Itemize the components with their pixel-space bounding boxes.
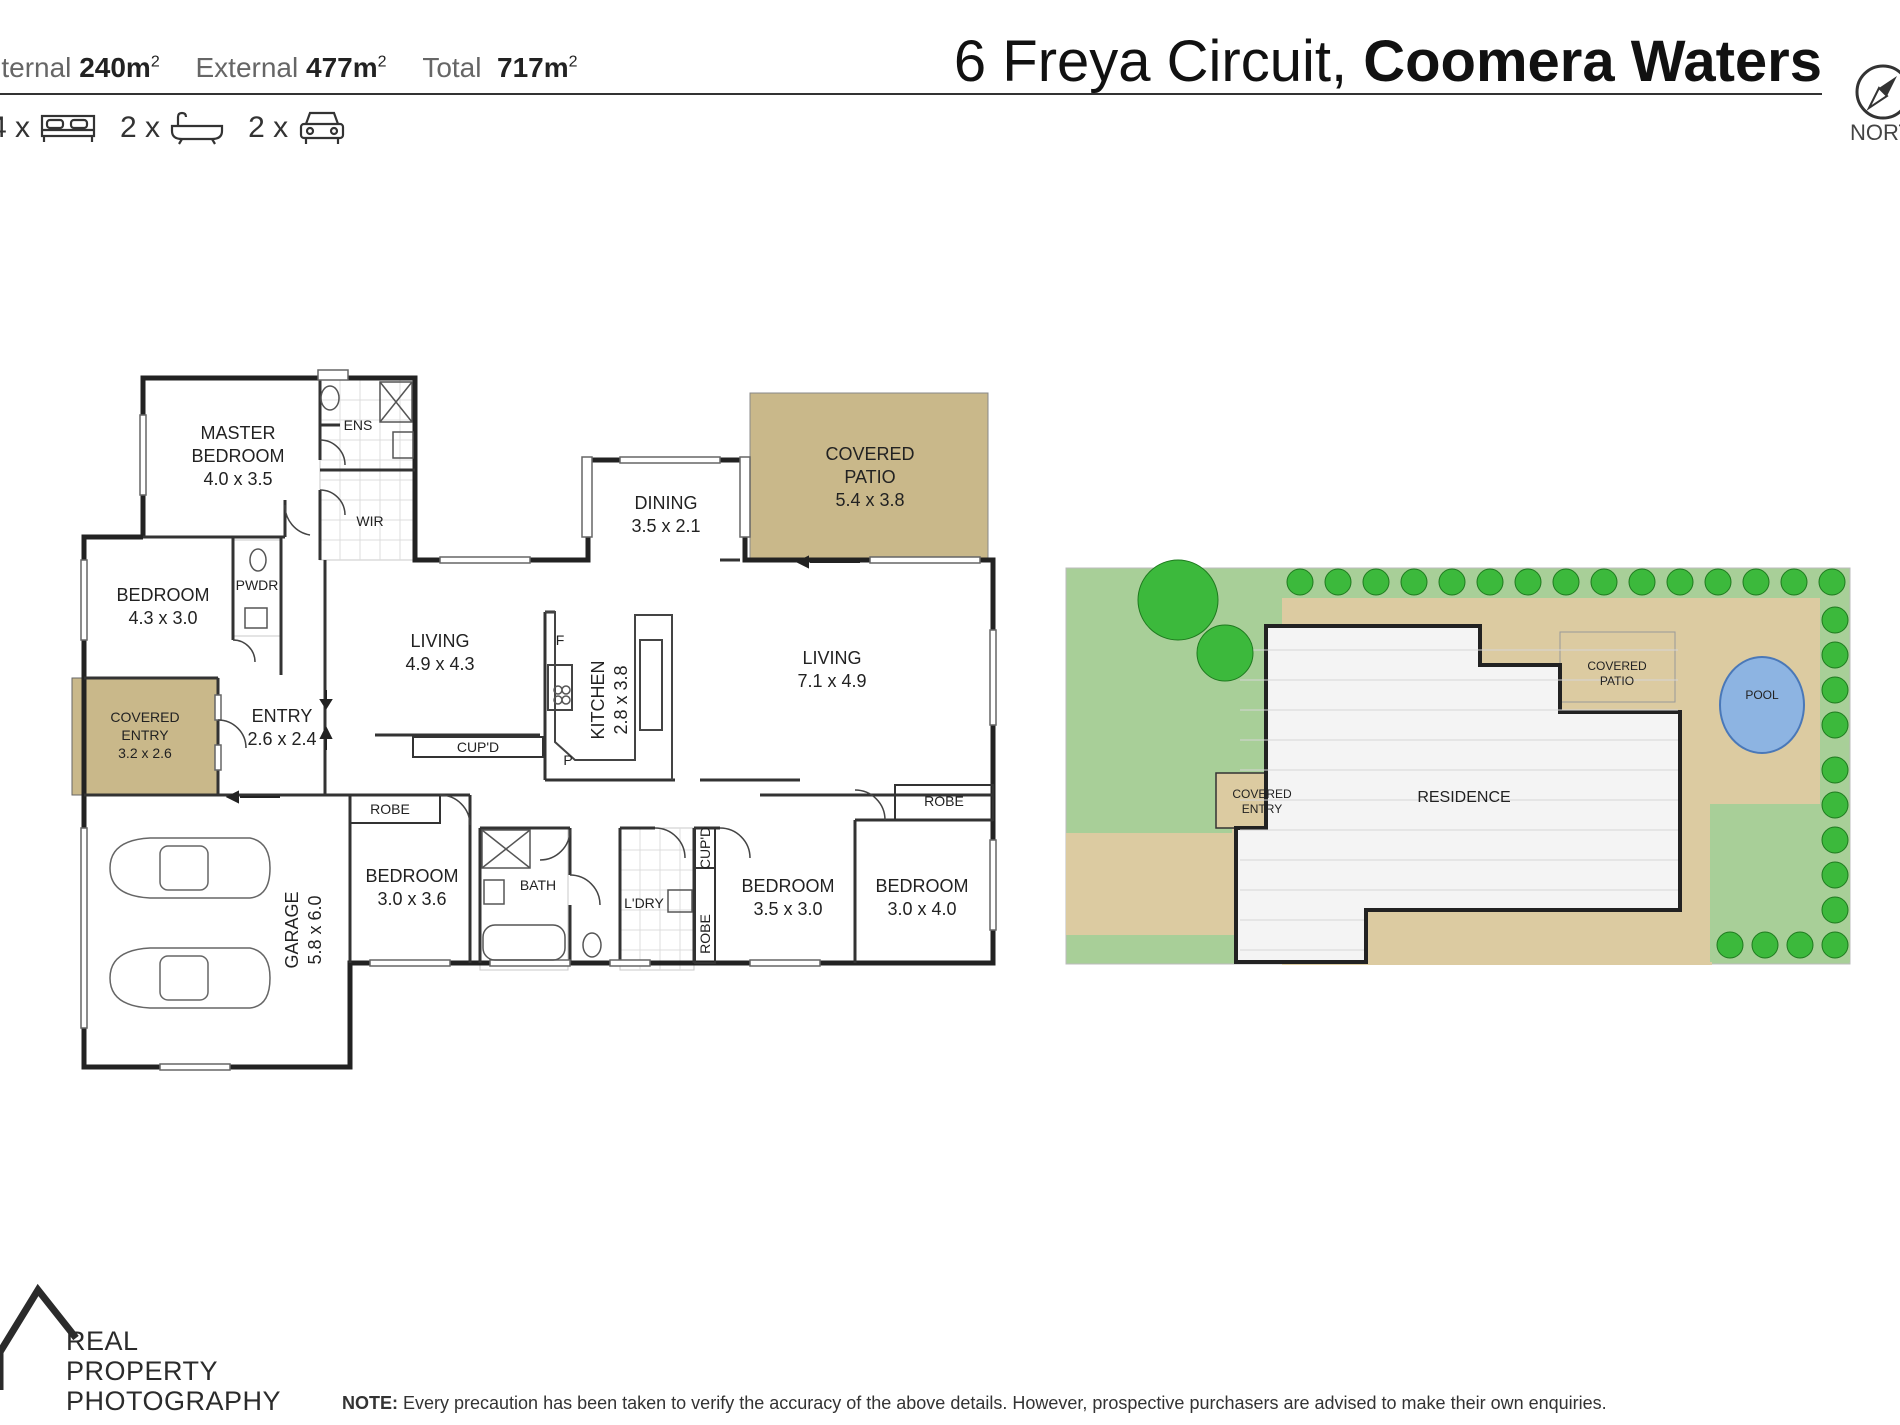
- windows: [80, 369, 997, 1071]
- internal-area: Internal 240m2: [0, 52, 160, 83]
- dims-master-bedroom: 4.0 x 3.5: [203, 469, 272, 489]
- bath-icon: [170, 111, 224, 145]
- header-divider: [0, 93, 1822, 95]
- label-covered-entry-2: ENTRY: [121, 727, 169, 743]
- house-logo-icon: [0, 1283, 79, 1390]
- features-row: 4 x 2 x 2 x: [0, 110, 356, 146]
- room-labels: MASTER BEDROOM 4.0 x 3.5 ENS WIR DINING …: [110, 417, 968, 969]
- label-dining: DINING: [635, 493, 698, 513]
- area-summary: Internal 240m2 External 477m2 Total 717m…: [0, 52, 606, 84]
- company-logo-text: REAL PROPERTY PHOTOGRAPHY: [66, 1326, 282, 1416]
- dims-bedroom-4: 3.0 x 4.0: [887, 899, 956, 919]
- dims-bedroom-2: 3.0 x 3.6: [377, 889, 446, 909]
- label-pantry: P: [563, 752, 572, 768]
- label-robe-1: ROBE: [370, 801, 410, 817]
- label-fridge: F: [556, 632, 565, 648]
- feature-bathrooms: 2 x: [120, 111, 224, 145]
- entry-arrows: [225, 555, 860, 804]
- property-title: 6 Freya Circuit, Coomera Waters: [953, 29, 1822, 94]
- label-bath: BATH: [520, 877, 556, 893]
- feature-garages: 2 x: [248, 110, 346, 146]
- label-master-bedroom: MASTER: [200, 423, 275, 443]
- site-label-residence: RESIDENCE: [1417, 789, 1510, 806]
- site-label-covered-entry: COVERED: [1232, 787, 1292, 801]
- label-bedroom-4: BEDROOM: [875, 876, 968, 896]
- site-pool: [1719, 656, 1805, 754]
- site-label-covered-entry-2: ENTRY: [1242, 802, 1282, 816]
- disclaimer-note: NOTE: Every precaution has been taken to…: [342, 1393, 1607, 1413]
- label-powder: PWDR: [236, 577, 279, 593]
- label-covered-patio-2: PATIO: [844, 467, 895, 487]
- label-robe-2: ROBE: [924, 793, 964, 809]
- label-bedroom-west: BEDROOM: [116, 585, 209, 605]
- dims-living-east: 7.1 x 4.9: [797, 671, 866, 691]
- car-icon: [299, 111, 345, 144]
- site-plan: COVERED PATIO POOL COVERED ENTRY RESIDEN…: [1065, 559, 1851, 965]
- dims-dining: 3.5 x 2.1: [631, 516, 700, 536]
- external-area: External 477m2: [195, 52, 387, 83]
- label-living-east: LIVING: [802, 648, 861, 668]
- kitchen-island: [545, 611, 673, 780]
- dims-covered-entry: 3.2 x 2.6: [118, 745, 172, 761]
- site-trees: [1137, 559, 1849, 959]
- label-laundry: L'DRY: [624, 895, 664, 911]
- covered-patio-area: [749, 392, 989, 561]
- site-label-pool: POOL: [1745, 688, 1779, 702]
- label-ensuite: ENS: [344, 417, 373, 433]
- bed-icon: [40, 114, 96, 142]
- label-covered-entry: COVERED: [110, 709, 179, 725]
- label-wir: WIR: [356, 513, 383, 529]
- feature-bedrooms: 4 x: [0, 111, 96, 145]
- garage-cars: [109, 837, 271, 1009]
- covered-entry-area: [71, 677, 219, 796]
- fixtures: [244, 381, 693, 961]
- label-master-bedroom-2: BEDROOM: [191, 446, 284, 466]
- total-area: Total 717m2: [422, 52, 578, 83]
- label-bedroom-2: BEDROOM: [365, 866, 458, 886]
- dims-covered-patio: 5.4 x 3.8: [835, 490, 904, 510]
- label-covered-patio: COVERED: [825, 444, 914, 464]
- dims-bedroom-west: 4.3 x 3.0: [128, 608, 197, 628]
- dims-garage: 5.8 x 6.0: [305, 895, 325, 964]
- dims-entry: 2.6 x 2.4: [247, 729, 316, 749]
- door-swings: [217, 439, 886, 906]
- compass-icon: [1855, 64, 1900, 120]
- site-label-covered-patio: COVERED: [1587, 659, 1647, 673]
- dims-bedroom-3: 3.5 x 3.0: [753, 899, 822, 919]
- label-cupboard-2: CUP'D: [697, 827, 713, 869]
- label-robe-3: ROBE: [697, 914, 713, 954]
- label-entry: ENTRY: [252, 706, 313, 726]
- label-garage: GARAGE: [282, 891, 302, 968]
- label-bedroom-3: BEDROOM: [741, 876, 834, 896]
- dims-kitchen: 2.8 x 3.8: [611, 665, 631, 734]
- residence-brick-pattern: [1240, 649, 1678, 951]
- storage-boxes: [349, 736, 994, 964]
- label-kitchen: KITCHEN: [588, 660, 608, 739]
- site-label-covered-patio-2: PATIO: [1600, 674, 1634, 688]
- site-covered-patio: [1559, 631, 1676, 703]
- dims-living-west: 4.9 x 4.3: [405, 654, 474, 674]
- label-living-west: LIVING: [410, 631, 469, 651]
- label-cupboard: CUP'D: [457, 739, 499, 755]
